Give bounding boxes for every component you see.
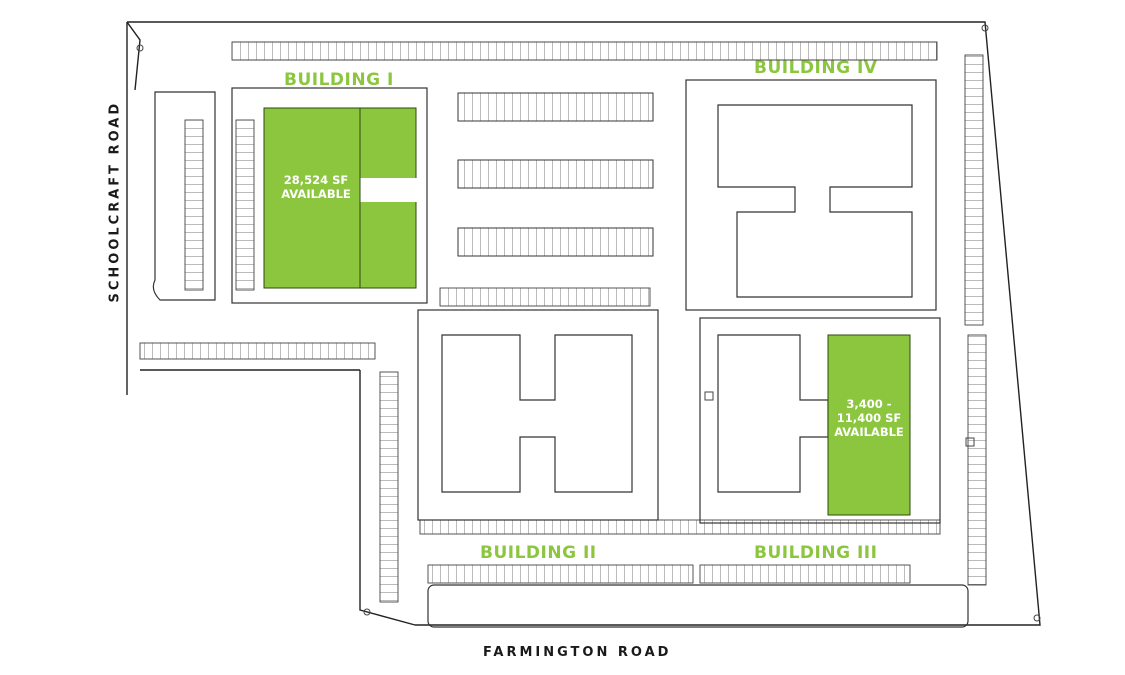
building-iii-label: BUILDING III <box>754 543 878 563</box>
building-iii-availability: 3,400 - 11,400 SF AVAILABLE <box>828 397 910 439</box>
building-iii-available-area[interactable] <box>827 334 911 516</box>
south-landscape-strip <box>427 584 969 628</box>
building-iii-available-text: AVAILABLE <box>834 425 904 439</box>
road-label-west: SCHOOLCRAFT ROAD <box>107 100 123 303</box>
building-i-available-sf: 28,524 SF <box>283 173 349 187</box>
center-parking-islands <box>439 92 654 307</box>
building-iii-available-range-end: 11,400 SF <box>836 411 902 425</box>
building-iii-available-range-start: 3,400 - <box>846 397 892 411</box>
building-iii-footprint <box>699 317 941 524</box>
building-iv-footprint <box>685 79 937 311</box>
building-ii-label: BUILDING II <box>480 543 597 563</box>
survey-marks <box>136 24 1041 622</box>
property-boundary <box>126 21 1041 626</box>
building-i-footprint <box>231 87 428 304</box>
building-iv-label: BUILDING IV <box>754 58 878 78</box>
west-curb-island <box>152 91 216 301</box>
building-ii-footprint <box>417 309 659 521</box>
building-i-available-text: AVAILABLE <box>281 187 351 201</box>
building-i-availability: 28,524 SF AVAILABLE <box>268 173 364 201</box>
perimeter-parking <box>139 41 987 603</box>
road-label-south: FARMINGTON ROAD <box>483 645 672 660</box>
building-i-label: BUILDING I <box>284 70 394 90</box>
